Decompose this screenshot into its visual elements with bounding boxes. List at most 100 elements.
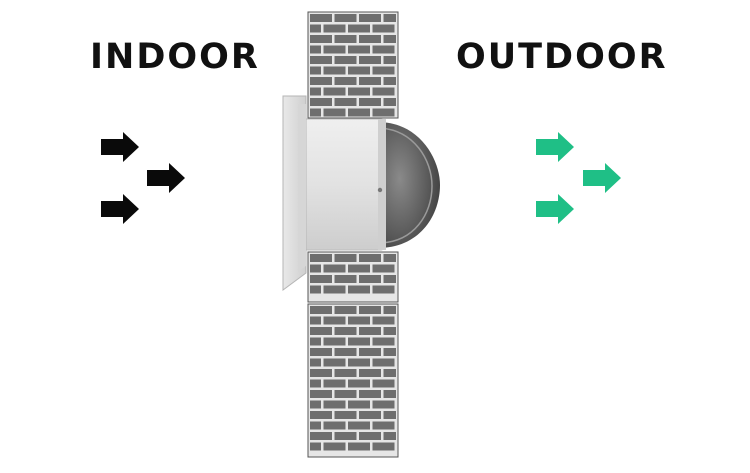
brick bbox=[372, 264, 395, 273]
brick bbox=[359, 369, 381, 377]
brick bbox=[310, 306, 332, 314]
brick bbox=[310, 275, 332, 283]
brick bbox=[310, 432, 332, 440]
brick bbox=[334, 56, 357, 64]
brick bbox=[323, 87, 346, 96]
brick bbox=[348, 45, 370, 54]
fan-unit bbox=[282, 95, 440, 291]
brick bbox=[310, 379, 321, 388]
brick-wall-top bbox=[307, 11, 399, 119]
brick bbox=[383, 348, 396, 356]
right-arrow-icon bbox=[536, 194, 574, 224]
brick bbox=[383, 254, 396, 262]
brick bbox=[383, 77, 396, 85]
brick bbox=[310, 45, 321, 54]
brick bbox=[348, 358, 370, 367]
brick bbox=[323, 358, 346, 367]
brick bbox=[372, 285, 395, 294]
brick bbox=[383, 306, 396, 314]
brick bbox=[372, 24, 395, 33]
brick bbox=[310, 24, 321, 33]
brick bbox=[310, 442, 321, 451]
brick bbox=[310, 56, 332, 64]
right-arrow-icon bbox=[101, 132, 139, 162]
brick bbox=[334, 432, 357, 440]
brick bbox=[372, 379, 395, 388]
brick bbox=[310, 358, 321, 367]
brick bbox=[310, 400, 321, 409]
brick bbox=[372, 316, 395, 325]
brick bbox=[359, 275, 381, 283]
brick bbox=[323, 24, 346, 33]
brick bbox=[310, 421, 321, 430]
brick bbox=[348, 108, 370, 117]
brick bbox=[372, 45, 395, 54]
fan-hood bbox=[378, 122, 440, 248]
brick bbox=[334, 275, 357, 283]
brick bbox=[372, 358, 395, 367]
fan-body bbox=[299, 118, 385, 251]
brick bbox=[383, 275, 396, 283]
brick bbox=[372, 108, 395, 117]
brick bbox=[334, 35, 357, 43]
airflow-arrows bbox=[101, 132, 621, 224]
brick bbox=[334, 254, 357, 262]
brick bbox=[323, 379, 346, 388]
fan-body-edge bbox=[378, 119, 386, 250]
brick bbox=[383, 14, 396, 22]
brick bbox=[310, 98, 332, 106]
brick bbox=[348, 285, 370, 294]
brick bbox=[348, 24, 370, 33]
brick bbox=[359, 98, 381, 106]
brick bbox=[348, 442, 370, 451]
brick bbox=[334, 327, 357, 335]
brick bbox=[348, 87, 370, 96]
brick-wall-bottom bbox=[307, 303, 399, 458]
brick bbox=[383, 411, 396, 419]
brick bbox=[310, 35, 332, 43]
brick bbox=[372, 337, 395, 346]
brick bbox=[334, 411, 357, 419]
brick bbox=[383, 98, 396, 106]
brick bbox=[383, 35, 396, 43]
brick bbox=[310, 264, 321, 273]
brick bbox=[359, 327, 381, 335]
brick bbox=[310, 285, 321, 294]
brick bbox=[348, 400, 370, 409]
brick bbox=[372, 400, 395, 409]
brick bbox=[372, 421, 395, 430]
brick bbox=[383, 369, 396, 377]
brick bbox=[372, 442, 395, 451]
brick bbox=[310, 108, 321, 117]
right-arrow-icon bbox=[536, 132, 574, 162]
brick bbox=[310, 348, 332, 356]
brick bbox=[359, 306, 381, 314]
brick bbox=[323, 442, 346, 451]
brick bbox=[334, 77, 357, 85]
brick bbox=[359, 411, 381, 419]
right-arrow-icon bbox=[147, 163, 185, 193]
brick bbox=[310, 77, 332, 85]
brick bbox=[323, 421, 346, 430]
brick bbox=[323, 337, 346, 346]
brick bbox=[323, 264, 346, 273]
brick bbox=[323, 66, 346, 75]
brick bbox=[323, 400, 346, 409]
brick bbox=[310, 87, 321, 96]
screw-icon bbox=[377, 187, 383, 193]
brick bbox=[359, 348, 381, 356]
brick bbox=[359, 77, 381, 85]
brick bbox=[348, 66, 370, 75]
brick bbox=[348, 316, 370, 325]
brick bbox=[323, 45, 346, 54]
brick bbox=[383, 390, 396, 398]
brick bbox=[334, 348, 357, 356]
fan-hood-rim bbox=[379, 127, 433, 244]
brick bbox=[359, 432, 381, 440]
brick bbox=[348, 379, 370, 388]
brick bbox=[310, 327, 332, 335]
brick bbox=[383, 432, 396, 440]
fan-plate-edge bbox=[298, 104, 306, 272]
